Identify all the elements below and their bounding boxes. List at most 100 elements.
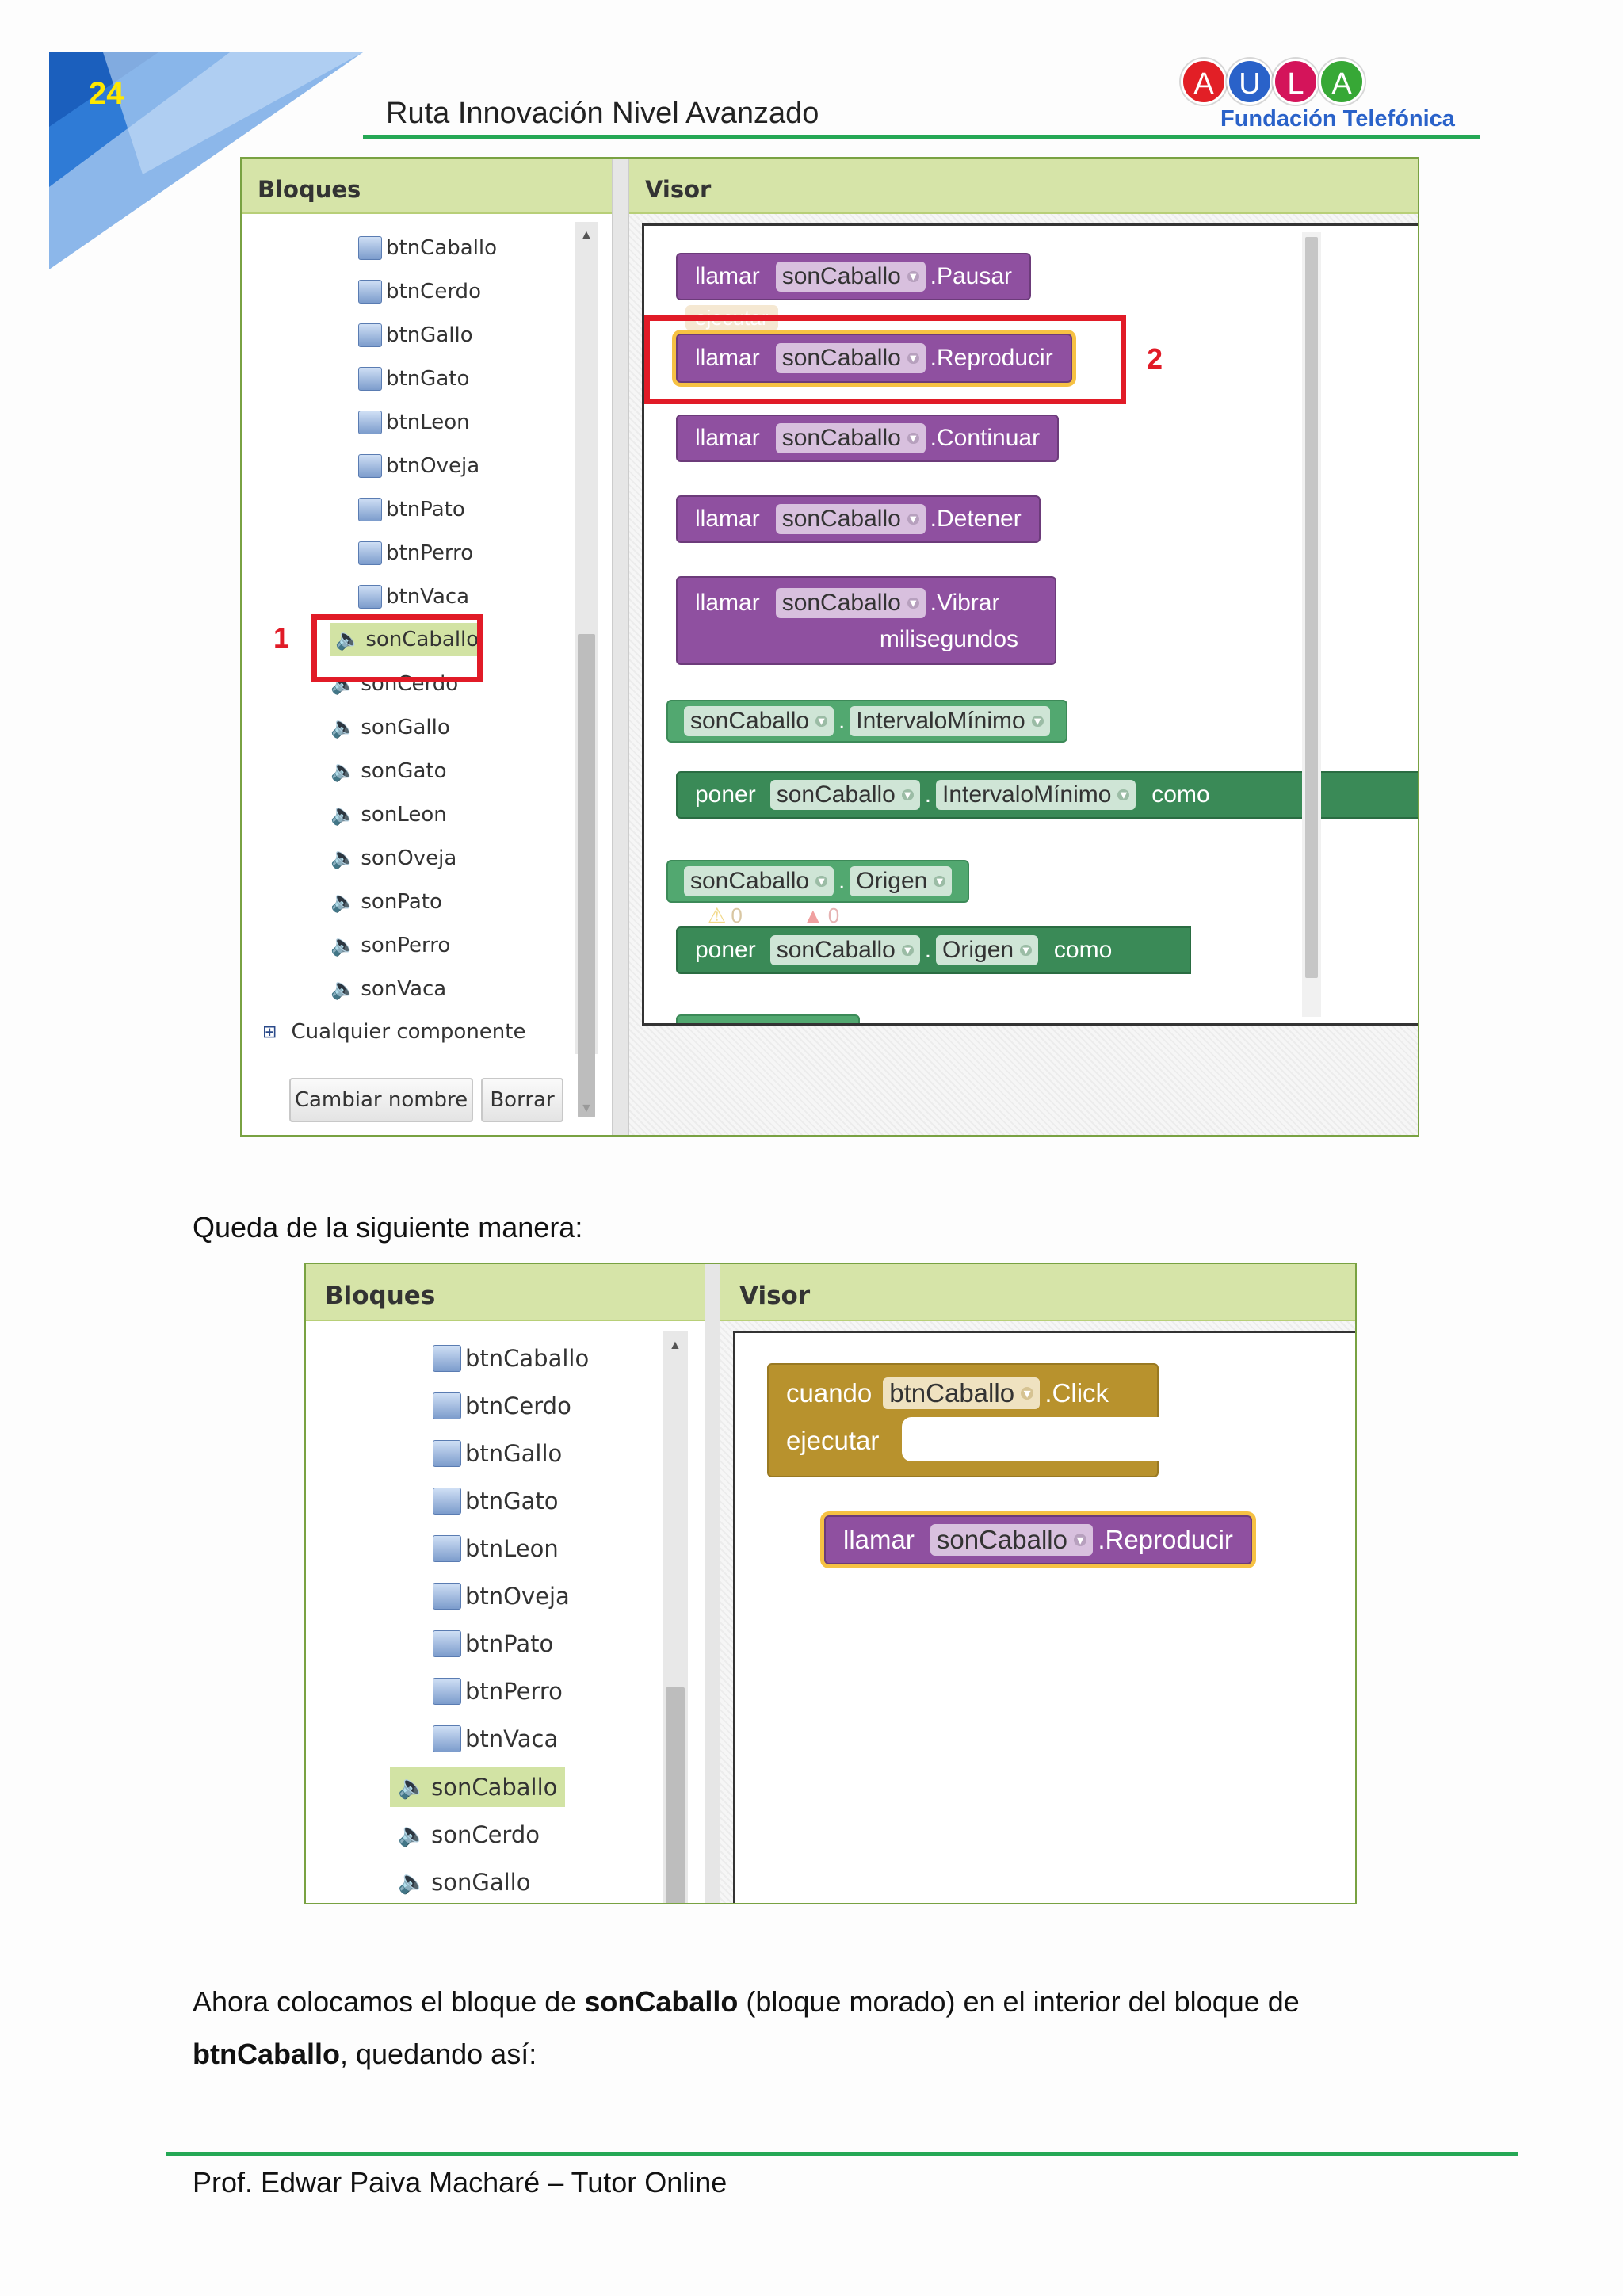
component-dropdown[interactable]: sonCaballo	[684, 706, 834, 736]
tree-item-sonVaca[interactable]: 🔈sonVaca	[330, 977, 446, 1001]
blocks-workspace[interactable]: llamar sonCaballo .Pausar ejecutar llama…	[629, 214, 1418, 1135]
call-resume-block[interactable]: llamar sonCaballo .Continuar	[676, 415, 1060, 462]
tree-item-sonOveja[interactable]: 🔈sonOveja	[330, 846, 456, 870]
tree-item-btnPato[interactable]: btnPato	[358, 498, 465, 521]
call-stop-block[interactable]: llamar sonCaballo .Detener	[676, 495, 1041, 543]
component-dropdown[interactable]: sonCaballo	[769, 935, 920, 965]
scroll-down-icon[interactable]: ▼	[580, 1102, 593, 1115]
tree-item-btnPerro[interactable]: btnPerro	[358, 541, 473, 565]
tree-item-btnGato[interactable]: btnGato	[358, 367, 469, 391]
speaker-icon: 🔈	[330, 934, 357, 957]
set-source-block[interactable]: poner sonCaballo . Origen como	[676, 926, 1191, 974]
tree-item-btnPato[interactable]: btnPato	[433, 1630, 553, 1657]
scroll-thumb[interactable]	[578, 634, 595, 1117]
paragraph-bold: sonCaballo	[584, 1985, 739, 2018]
tree-item-label: btnCaballo	[465, 1345, 590, 1372]
speaker-icon: 🔈	[330, 803, 357, 827]
component-dropdown[interactable]: sonCaballo	[775, 504, 926, 534]
tree-item-btnCaballo[interactable]: btnCaballo	[358, 236, 497, 260]
button-icon	[433, 1488, 461, 1515]
tree-item-label: sonCerdo	[361, 672, 459, 696]
tree-scrollbar[interactable]: ▲ ▼	[575, 222, 598, 1117]
button-icon	[433, 1678, 461, 1705]
call-pause-block[interactable]: llamar sonCaballo .Pausar	[676, 253, 1032, 300]
tree-item-btnGallo[interactable]: btnGallo	[358, 323, 473, 347]
error-indicator[interactable]: ▲0	[803, 904, 839, 928]
property-dropdown[interactable]: IntervaloMínimo	[936, 780, 1136, 810]
tree-item-btnVaca[interactable]: btnVaca	[358, 585, 469, 609]
component-dropdown[interactable]: sonCaballo	[775, 262, 926, 292]
component-dropdown[interactable]: btnCaballo	[883, 1377, 1041, 1409]
tree-item-btnOveja[interactable]: btnOveja	[358, 454, 479, 478]
tree-item-btnGato[interactable]: btnGato	[433, 1488, 559, 1515]
block-keyword: llamar	[695, 345, 760, 371]
delete-button[interactable]: Borrar	[481, 1078, 563, 1122]
tree-item-btnCerdo[interactable]: btnCerdo	[358, 280, 481, 304]
do-socket[interactable]	[902, 1417, 1162, 1461]
button-icon	[433, 1440, 461, 1467]
call-play-block[interactable]: llamar sonCaballo .Reproducir	[676, 334, 1072, 383]
warning-indicator[interactable]: ⚠0	[708, 904, 743, 928]
dropdown-label: sonCaballo	[781, 506, 901, 532]
event-name: .Click	[1044, 1378, 1109, 1408]
scroll-thumb[interactable]	[666, 1687, 685, 1903]
warning-count: 0	[731, 904, 743, 927]
workspace-canvas[interactable]: cuando btnCaballo .Click ejecutar llamar…	[733, 1331, 1355, 1903]
component-dropdown[interactable]: sonCaballo	[775, 343, 926, 373]
property-dropdown[interactable]: Origen	[850, 866, 953, 896]
rename-button[interactable]: Cambiar nombre	[289, 1078, 473, 1122]
event-click-block[interactable]: cuando btnCaballo .Click ejecutar	[767, 1363, 1162, 1477]
property-dropdown[interactable]: IntervaloMínimo	[850, 706, 1050, 736]
get-source-block[interactable]: sonCaballo . Origen	[666, 860, 970, 903]
page-number: 24	[89, 76, 124, 111]
workspace-scrollbar[interactable]	[1302, 232, 1321, 1017]
tree-item-sonGato[interactable]: 🔈sonGato	[330, 759, 447, 783]
tree-scrollbar[interactable]: ▲	[663, 1331, 688, 1903]
tree-item-btnPerro[interactable]: btnPerro	[433, 1678, 563, 1705]
tree-item-btnCaballo[interactable]: btnCaballo	[433, 1345, 589, 1372]
tree-item-btnVaca[interactable]: btnVaca	[433, 1725, 558, 1752]
header-title: Ruta Innovación Nivel Avanzado	[386, 97, 819, 130]
dot-separator: .	[924, 937, 932, 963]
tree-item-sonLeon[interactable]: 🔈sonLeon	[330, 803, 447, 827]
blocks-panel-title: Bloques	[258, 176, 361, 203]
component-dropdown[interactable]: sonCaballo	[930, 1524, 1094, 1556]
component-dropdown[interactable]: sonCaballo	[769, 780, 920, 810]
scroll-up-icon[interactable]: ▲	[580, 228, 593, 242]
tree-item-label: sonCaballo	[431, 1773, 558, 1801]
speaker-icon: 🔈	[330, 977, 357, 1001]
tree-item-btnGallo[interactable]: btnGallo	[433, 1440, 562, 1467]
tree-item-sonCaballo[interactable]: 🔈sonCaballo	[390, 1767, 566, 1807]
tree-item-btnLeon[interactable]: btnLeon	[358, 411, 470, 434]
tree-item-label: btnOveja	[386, 454, 480, 478]
tree-item-btnCerdo[interactable]: btnCerdo	[433, 1392, 571, 1419]
tree-item-btnOveja[interactable]: btnOveja	[433, 1583, 570, 1610]
dot-separator: .	[924, 781, 932, 808]
expand-icon[interactable]: ⊞	[262, 1022, 277, 1042]
tree-item-sonPerro[interactable]: 🔈sonPerro	[330, 934, 450, 957]
property-dropdown[interactable]: Origen	[936, 935, 1038, 965]
workspace-canvas[interactable]: llamar sonCaballo .Pausar ejecutar llama…	[642, 223, 1418, 1026]
tree-item-btnLeon[interactable]: btnLeon	[433, 1535, 559, 1562]
get-min-interval-block[interactable]: sonCaballo . IntervaloMínimo	[666, 700, 1067, 743]
scroll-up-icon[interactable]: ▲	[669, 1339, 682, 1352]
tree-item-sonCerdo[interactable]: 🔈sonCerdo	[330, 672, 458, 696]
partial-block[interactable]	[676, 1014, 860, 1023]
tree-item-any-component[interactable]: ⊞Cualquier componente	[262, 1020, 525, 1044]
set-min-interval-block[interactable]: poner sonCaballo . IntervaloMínimo como	[676, 771, 1418, 819]
tree-item-sonGallo[interactable]: 🔈sonGallo	[398, 1868, 530, 1896]
scroll-thumb[interactable]	[1305, 237, 1318, 978]
speaker-icon: 🔈	[330, 890, 357, 914]
block-keyword: llamar	[695, 590, 760, 616]
tree-item-sonPato[interactable]: 🔈sonPato	[330, 890, 442, 914]
component-dropdown[interactable]: sonCaballo	[775, 588, 926, 618]
call-vibrate-block[interactable]: llamar sonCaballo .Vibrar milisegundos	[676, 576, 1056, 665]
tree-item-sonGallo[interactable]: 🔈sonGallo	[330, 716, 450, 739]
tree-item-sonCerdo[interactable]: 🔈sonCerdo	[398, 1820, 540, 1848]
blocks-workspace[interactable]: cuando btnCaballo .Click ejecutar llamar…	[720, 1321, 1355, 1903]
call-play-block[interactable]: llamar sonCaballo .Reproducir	[824, 1515, 1252, 1564]
component-dropdown[interactable]: sonCaballo	[775, 423, 926, 453]
tree-item-label: btnLeon	[465, 1535, 559, 1562]
component-dropdown[interactable]: sonCaballo	[684, 866, 834, 896]
tree-item-sonCaballo[interactable]: 🔈sonCaballo	[330, 623, 484, 656]
